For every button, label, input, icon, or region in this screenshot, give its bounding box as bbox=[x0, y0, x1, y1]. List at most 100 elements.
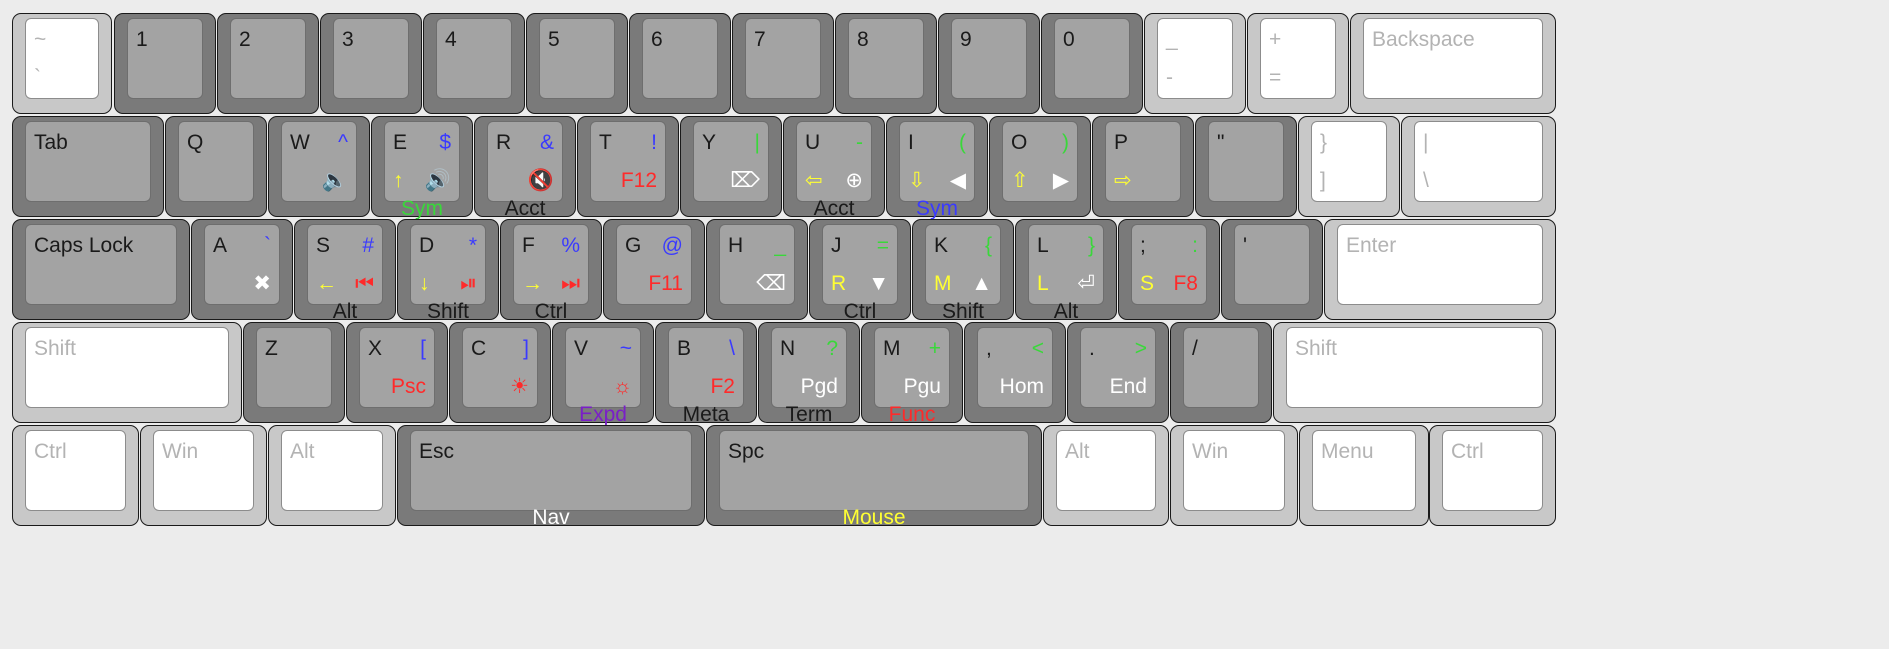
keycap: . > End bbox=[1080, 327, 1156, 408]
key-shift-r3c0[interactable]: Shift bbox=[12, 322, 242, 423]
key-symbol-r3c9[interactable]: . > End bbox=[1067, 322, 1169, 423]
key-4-r0c4[interactable]: 4 bbox=[423, 13, 525, 114]
key-ctrl-r4c0[interactable]: Ctrl bbox=[12, 425, 139, 526]
key-symbol-r0c0[interactable]: ~` bbox=[12, 13, 112, 114]
key-ctrl-r4c8[interactable]: Ctrl bbox=[1429, 425, 1556, 526]
key-symbol-r1c11[interactable]: " bbox=[1195, 116, 1297, 217]
key-v-r3c4[interactable]: V~☼Expd bbox=[552, 322, 654, 425]
key-legend-primary: 3 bbox=[342, 28, 354, 51]
key-f-r2c4[interactable]: F%→⏭Ctrl bbox=[500, 219, 602, 322]
key-win-r4c1[interactable]: Win bbox=[140, 425, 267, 526]
key-q-r1c1[interactable]: Q bbox=[165, 116, 267, 217]
key-legend-nav-layer: → bbox=[522, 272, 543, 295]
key-5-r0c5[interactable]: 5 bbox=[526, 13, 628, 114]
key-i-r1c8[interactable]: I(⇩◀Sym bbox=[886, 116, 988, 219]
key-legend-primary: W bbox=[290, 131, 310, 154]
key-1-r0c1[interactable]: 1 bbox=[114, 13, 216, 114]
key-legend-primary: 0 bbox=[1063, 28, 1075, 51]
key-u-r1c7[interactable]: U-⇦⊕Acct bbox=[783, 116, 885, 219]
keycap: Q bbox=[178, 121, 254, 202]
key-legend-primary: Alt bbox=[290, 440, 315, 463]
key-symbol-r1c13[interactable]: |\ bbox=[1401, 116, 1556, 217]
key-legend-primary: Q bbox=[187, 131, 204, 154]
key-symbol-r2c11[interactable]: ' bbox=[1221, 219, 1323, 320]
key-e-r1c3[interactable]: E$↑🔊Sym bbox=[371, 116, 473, 219]
key-legend-primary: V bbox=[574, 337, 589, 360]
key-r-r1c4[interactable]: R&🔇Acct bbox=[474, 116, 576, 219]
key-t-r1c5[interactable]: T!F12 bbox=[577, 116, 679, 217]
key-x-r3c2[interactable]: X[Psc bbox=[346, 322, 448, 423]
key-legend-primary: K bbox=[934, 234, 949, 257]
key-3-r0c3[interactable]: 3 bbox=[320, 13, 422, 114]
key-7-r0c7[interactable]: 7 bbox=[732, 13, 834, 114]
key-legend-primary: Win bbox=[1192, 440, 1229, 463]
key-backspace-r0c13[interactable]: Backspace bbox=[1350, 13, 1556, 114]
key-legend-symbol-layer: ` bbox=[264, 234, 271, 257]
keycap: R&🔇 bbox=[487, 121, 563, 202]
keycap: Backspace bbox=[1363, 18, 1543, 99]
key-legend-symbol-layer: > bbox=[1134, 337, 1147, 360]
key-legend-primary: _ bbox=[1166, 28, 1178, 51]
key-z-r3c1[interactable]: Z bbox=[243, 322, 345, 423]
key-tab-r1c0[interactable]: Tab bbox=[12, 116, 164, 217]
key-legend-primary: 1 bbox=[136, 28, 148, 51]
key-legend-primary: Esc bbox=[419, 440, 455, 463]
key-caps-lock-r2c0[interactable]: Caps Lock bbox=[12, 219, 190, 320]
key-p-r1c10[interactable]: P⇨ bbox=[1092, 116, 1194, 217]
key-legend-primary: / bbox=[1192, 337, 1198, 360]
key-o-r1c9[interactable]: O)⇧▶ bbox=[989, 116, 1091, 217]
key-alt-r4c2[interactable]: Alt bbox=[268, 425, 396, 526]
key-legend-symbol-layer: ^ bbox=[338, 131, 348, 154]
key-6-r0c6[interactable]: 6 bbox=[629, 13, 731, 114]
key-symbol-r3c10[interactable]: / bbox=[1170, 322, 1272, 423]
key-8-r0c8[interactable]: 8 bbox=[835, 13, 937, 114]
key-shift-r3c11[interactable]: Shift bbox=[1273, 322, 1556, 423]
key-win-r4c6[interactable]: Win bbox=[1170, 425, 1298, 526]
key-legend-function-layer: F8 bbox=[1173, 272, 1198, 295]
key-legend-symbol-layer: = bbox=[876, 234, 889, 257]
key-legend-symbol-layer: [ bbox=[420, 337, 426, 360]
key-legend-symbol-layer: : bbox=[1192, 234, 1198, 257]
key-menu-r4c7[interactable]: Menu bbox=[1299, 425, 1429, 526]
key-legend-primary: Ctrl bbox=[1451, 440, 1484, 463]
key-legend-primary: G bbox=[625, 234, 642, 257]
key-a-r2c1[interactable]: A`✖ bbox=[191, 219, 293, 320]
key-w-r1c2[interactable]: W^🔈 bbox=[268, 116, 370, 217]
key-symbol-r1c12[interactable]: }] bbox=[1298, 116, 1400, 217]
key-h-r2c6[interactable]: H_⌫ bbox=[706, 219, 808, 320]
key-legend-nav-layer: ⇦ bbox=[805, 169, 823, 192]
key-y-r1c6[interactable]: Y|⌦ bbox=[680, 116, 782, 217]
key-c-r3c3[interactable]: C]☀ bbox=[449, 322, 551, 423]
key-9-r0c9[interactable]: 9 bbox=[938, 13, 1040, 114]
key-legend-primary: C bbox=[471, 337, 487, 360]
key-legend-primary: . bbox=[1089, 337, 1095, 360]
key-symbol-r0c11[interactable]: _- bbox=[1144, 13, 1246, 114]
key-g-r2c5[interactable]: G@F11 bbox=[603, 219, 705, 320]
key-legend-primary: F bbox=[522, 234, 535, 257]
key-j-r2c7[interactable]: J=R▼Ctrl bbox=[809, 219, 911, 322]
keycap: O)⇧▶ bbox=[1002, 121, 1078, 202]
key-2-r0c2[interactable]: 2 bbox=[217, 13, 319, 114]
key-l-r2c9[interactable]: L}L⏎Alt bbox=[1015, 219, 1117, 322]
key-enter-r2c12[interactable]: Enter bbox=[1324, 219, 1556, 320]
key-legend-primary: J bbox=[831, 234, 842, 257]
key-symbol-r0c12[interactable]: += bbox=[1247, 13, 1349, 114]
key-symbol-r3c8[interactable]: ,<Hom bbox=[964, 322, 1066, 423]
key-legend-function-layer: End bbox=[1109, 375, 1147, 398]
key-d-r2c3[interactable]: D*↓⏯Shift bbox=[397, 219, 499, 322]
key-s-r2c2[interactable]: S#←⏮Alt bbox=[294, 219, 396, 322]
keycap: Win bbox=[153, 430, 254, 511]
keycap: 1 bbox=[127, 18, 203, 99]
key-legend-function-layer: ☼ bbox=[612, 375, 632, 398]
key-alt-r4c5[interactable]: Alt bbox=[1043, 425, 1169, 526]
key-k-r2c8[interactable]: K{M▲Shift bbox=[912, 219, 1014, 322]
key-legend-symbol-layer: { bbox=[984, 234, 992, 257]
key-0-r0c10[interactable]: 0 bbox=[1041, 13, 1143, 114]
